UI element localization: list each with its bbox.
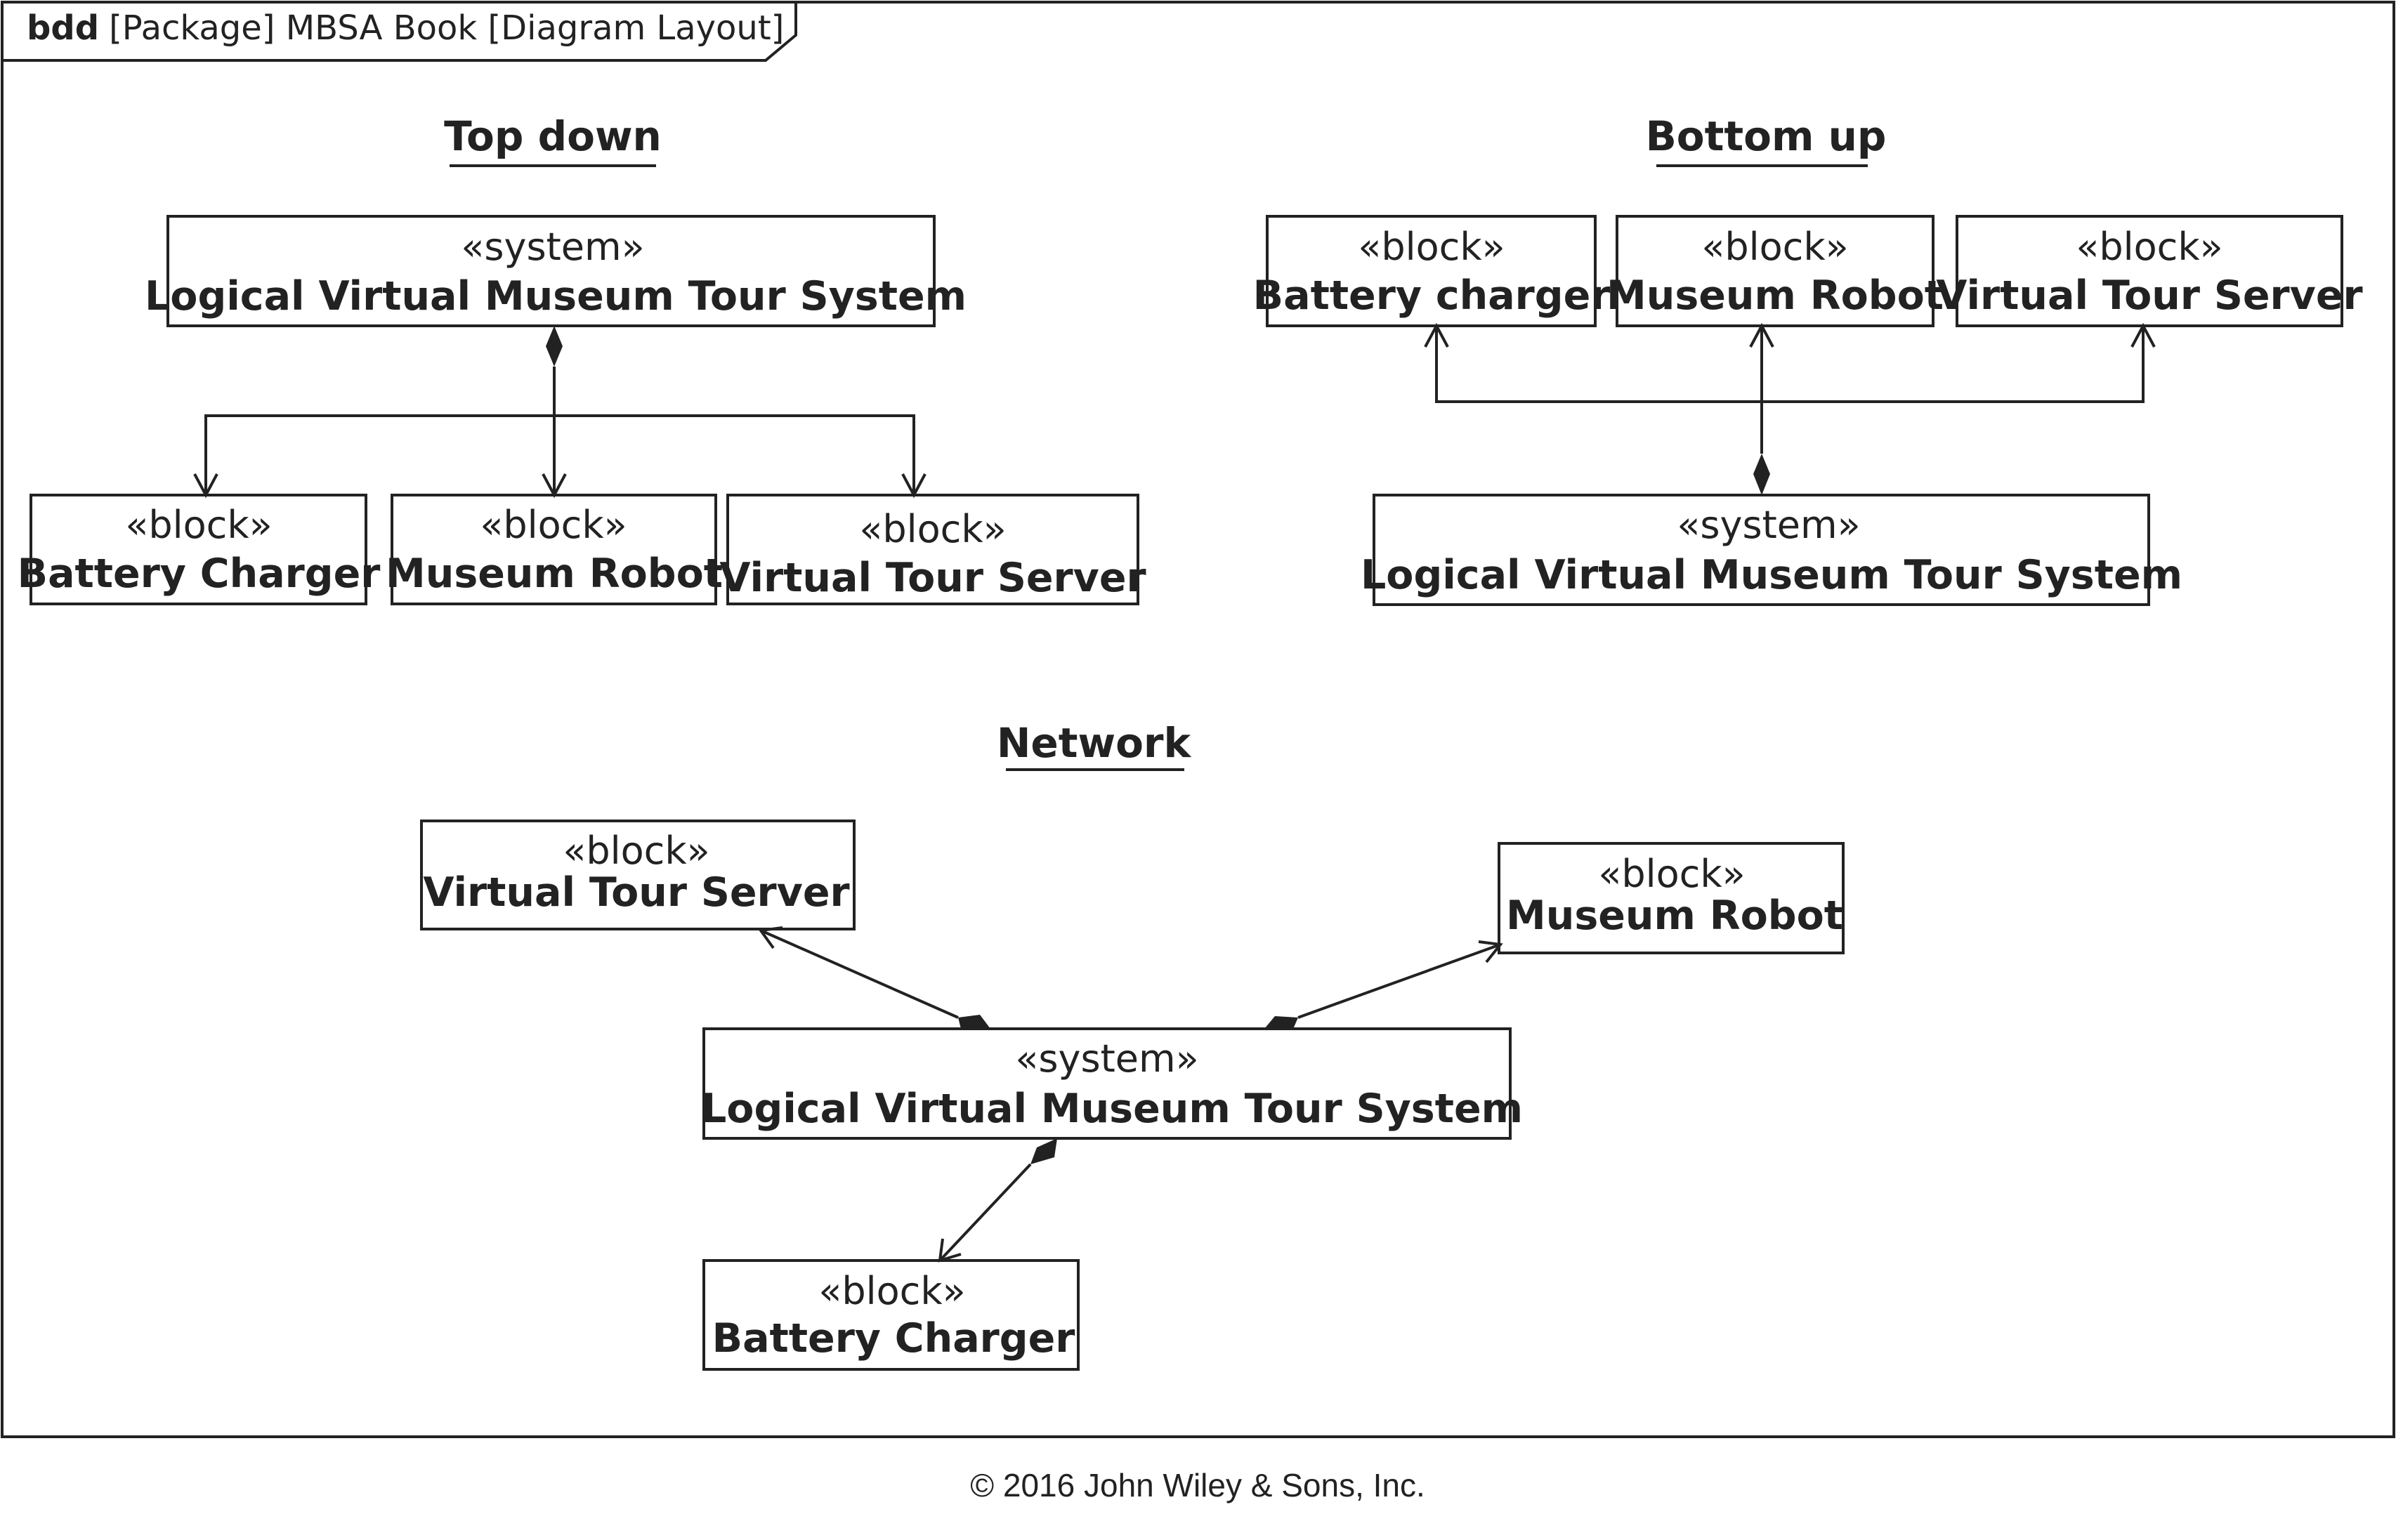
nw-server-name: Virtual Tour Server — [423, 869, 849, 916]
td-arrowhead-server — [901, 473, 927, 499]
nw-system-stereotype: «system» — [1015, 1036, 1198, 1081]
nw-arrowhead-robot — [1478, 940, 1503, 963]
td-server-stereotype: «block» — [859, 507, 1006, 551]
td-server-name: Virtual Tour Server — [719, 555, 1146, 601]
td-composition-connector — [193, 326, 927, 499]
nw-battery-name: Battery Charger — [712, 1315, 1075, 1362]
bu-battery-stereotype: «block» — [1358, 225, 1505, 269]
td-block-museum-robot[interactable]: «block» Museum Robot — [386, 494, 723, 605]
nw-system-name: Logical Virtual Museum Tour System — [701, 1086, 1523, 1132]
heading-network: Network — [997, 719, 1192, 767]
td-system-name: Logical Virtual Museum Tour System — [145, 273, 967, 320]
td-block-battery-charger[interactable]: «block» Battery Charger — [18, 494, 381, 605]
td-arrowhead-robot — [542, 473, 567, 499]
nw-block-virtual-tour-server[interactable]: «block» Virtual Tour Server — [420, 820, 856, 930]
td-robot-name: Museum Robot — [386, 551, 723, 597]
td-robot-stereotype: «block» — [480, 503, 627, 547]
bu-server-stereotype: «block» — [2076, 225, 2222, 269]
bu-system-block[interactable]: «system» Logical Virtual Museum Tour Sys… — [1361, 494, 2182, 606]
bu-block-battery-charger[interactable]: «block» Battery charger — [1253, 215, 1611, 327]
td-block-virtual-tour-server[interactable]: «block» Virtual Tour Server — [719, 494, 1146, 605]
nw-server-stereotype: «block» — [563, 829, 709, 873]
td-battery-name: Battery Charger — [18, 551, 381, 597]
nw-system-block[interactable]: «system» Logical Virtual Museum Tour Sys… — [701, 1027, 1523, 1140]
frame-title: [Package] MBSA Book [Diagram Layout] — [109, 8, 784, 48]
td-system-block[interactable]: «system» Logical Virtual Museum Tour Sys… — [145, 215, 967, 327]
heading-bottom-up: Bottom up — [1646, 112, 1887, 160]
bu-robot-name: Museum Robot — [1606, 272, 1944, 319]
frame-label-tab — [2, 2, 797, 62]
nw-composition-connectors — [758, 926, 1503, 1263]
bu-composition-diamond — [1753, 454, 1770, 495]
nw-robot-name: Museum Robot — [1506, 893, 1843, 939]
bu-robot-stereotype: «block» — [1701, 225, 1848, 269]
td-battery-stereotype: «block» — [125, 503, 272, 547]
nw-diamond-server — [958, 1015, 990, 1029]
diagram-frame — [1, 1, 2395, 1438]
bu-arrowhead-battery — [1424, 322, 1449, 348]
nw-block-battery-charger[interactable]: «block» Battery Charger — [702, 1259, 1080, 1371]
td-system-stereotype: «system» — [461, 225, 644, 269]
nw-arrowhead-battery — [938, 1238, 962, 1263]
bu-arrowhead-server — [2130, 322, 2156, 348]
bu-block-museum-robot[interactable]: «block» Museum Robot — [1606, 215, 1944, 327]
bu-server-name: Virtual Tour Server — [1936, 272, 2362, 319]
nw-robot-stereotype: «block» — [1598, 852, 1745, 896]
heading-top-down: Top down — [444, 112, 662, 160]
nw-battery-stereotype: «block» — [818, 1269, 965, 1313]
bu-system-stereotype: «system» — [1677, 503, 1860, 547]
frame-keyword: bdd — [27, 8, 99, 48]
nw-diamond-robot — [1264, 1016, 1298, 1029]
bu-block-virtual-tour-server[interactable]: «block» Virtual Tour Server — [1936, 215, 2363, 327]
bu-composition-connector — [1424, 322, 2156, 495]
nw-diamond-battery — [1030, 1138, 1057, 1164]
frame-label: bdd[Package] MBSA Book [Diagram Layout] — [27, 8, 784, 48]
nw-block-museum-robot[interactable]: «block» Museum Robot — [1498, 842, 1845, 954]
nw-arrowhead-server — [758, 926, 783, 949]
bu-battery-name: Battery charger — [1253, 272, 1611, 319]
bu-system-name: Logical Virtual Museum Tour System — [1361, 552, 2182, 598]
td-composition-diamond — [546, 326, 563, 367]
bu-arrowhead-robot — [1749, 322, 1774, 348]
td-arrowhead-battery — [193, 473, 218, 499]
copyright-notice: © 2016 John Wiley & Sons, Inc. — [970, 1467, 1425, 1503]
